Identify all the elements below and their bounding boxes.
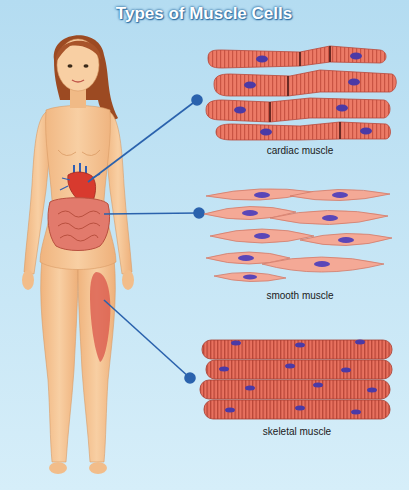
body-figure <box>22 35 134 474</box>
muscle-type-label: cardiac muscle <box>267 145 334 156</box>
muscle-type-label: smooth muscle <box>266 290 333 301</box>
skeletal-muscle-cells <box>200 340 392 420</box>
leader-lines <box>88 95 204 383</box>
cardiac-muscle-cells <box>206 46 396 140</box>
muscle-type-label: skeletal muscle <box>263 426 331 437</box>
diagram-title: Types of Muscle Cells <box>116 4 292 24</box>
intestine <box>48 198 110 251</box>
smooth-muscle-cells <box>204 189 392 282</box>
thigh-muscle <box>90 272 110 362</box>
